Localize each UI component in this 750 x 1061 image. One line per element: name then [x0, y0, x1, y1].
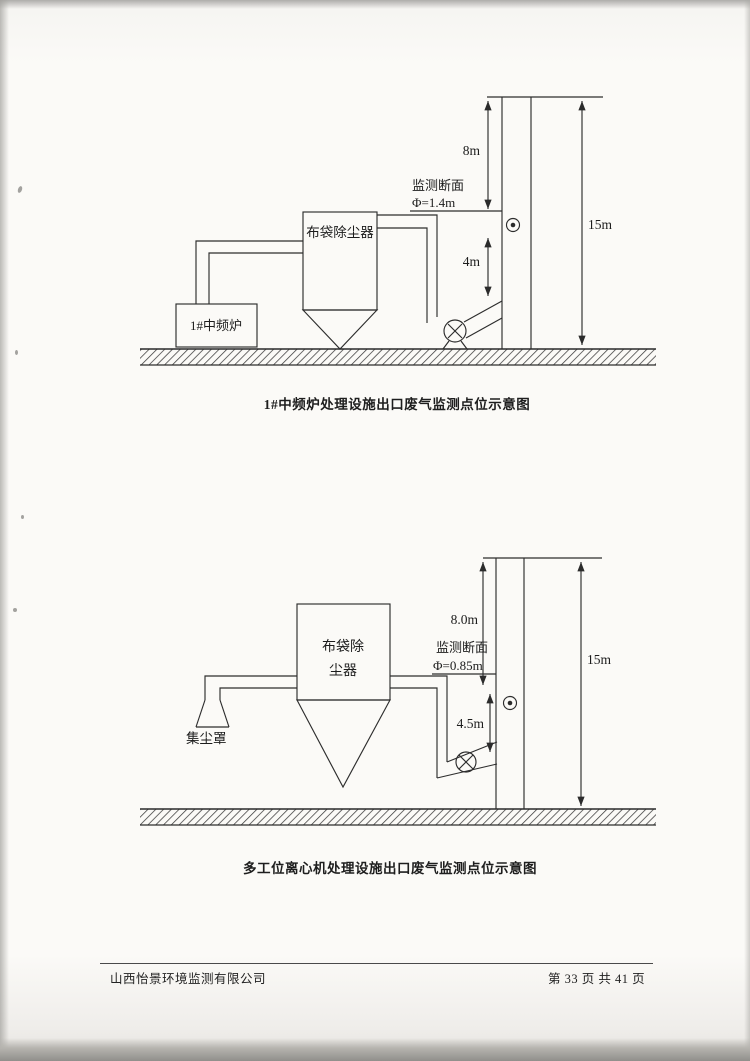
footer-page-number: 第 33 页 共 41 页 [548, 972, 646, 986]
scan-edge-bottom [0, 1038, 750, 1061]
duct-furnace-to-filter [195, 240, 303, 304]
bag-filter-label-line2: 尘器 [329, 663, 357, 679]
scan-artifact [13, 608, 17, 612]
stack [483, 557, 602, 809]
diagram-2-centrifuge-monitoring-schematic: 15m 8.0m 监测断面 Φ=0.85m 4.5m 布袋除 尘器 [140, 557, 656, 826]
duct-fan-to-stack [463, 300, 503, 339]
diagram-1-furnace-monitoring-schematic: 15m 8m 监测断面 Φ=1.4m 4m 布袋除尘器 1#中频炉 [140, 96, 656, 366]
stack [487, 96, 603, 349]
duct-fan-to-stack [436, 741, 498, 779]
section-diameter-label: Φ=0.85m [433, 658, 483, 673]
furnace [175, 303, 258, 348]
monitoring-port-icon [502, 695, 518, 711]
scan-artifact [15, 350, 18, 355]
bag-filter [296, 603, 391, 789]
diagram-2-caption: 多工位离心机处理设施出口废气监测点位示意图 [243, 861, 537, 876]
bag-filter [301, 211, 379, 350]
fan-icon [442, 319, 468, 350]
bag-filter-label-line1: 布袋除 [322, 639, 364, 655]
scan-artifact [16, 185, 24, 194]
furnace-label: 1#中频炉 [190, 318, 242, 333]
scan-edge-top [0, 0, 750, 9]
fan-icon [455, 751, 477, 773]
ground-hatch [140, 808, 656, 826]
footer-company-name: 山西怡景环境监测有限公司 [110, 972, 267, 986]
diagram-1-caption: 1#中频炉处理设施出口废气监测点位示意图 [263, 397, 531, 412]
dimension-total-label: 15m [587, 652, 612, 667]
dimension-upper-label: 8.0m [451, 612, 479, 627]
duct-filter-to-fan [390, 675, 448, 778]
section-diameter-label: Φ=1.4m [412, 195, 455, 210]
dimension-lower-label: 4m [463, 254, 481, 269]
duct-hood-to-filter [204, 675, 297, 700]
dust-hood-label: 集尘罩 [186, 731, 227, 746]
section-label: 监测断面 [436, 640, 488, 655]
ground-hatch [140, 348, 656, 366]
footer-divider [100, 963, 653, 964]
scan-artifact [21, 515, 24, 519]
duct-filter-to-fan [377, 214, 438, 323]
scan-edge-right [744, 0, 750, 1061]
scan-edge-left [0, 0, 9, 1061]
dimension-lower-label: 4.5m [457, 716, 485, 731]
dimension-upper-label: 8m [463, 143, 481, 158]
monitoring-port-icon [505, 217, 521, 233]
section-label: 监测断面 [412, 178, 464, 193]
bag-filter-label: 布袋除尘器 [306, 225, 374, 240]
dust-hood [195, 699, 230, 728]
dimension-total-label: 15m [588, 217, 613, 232]
